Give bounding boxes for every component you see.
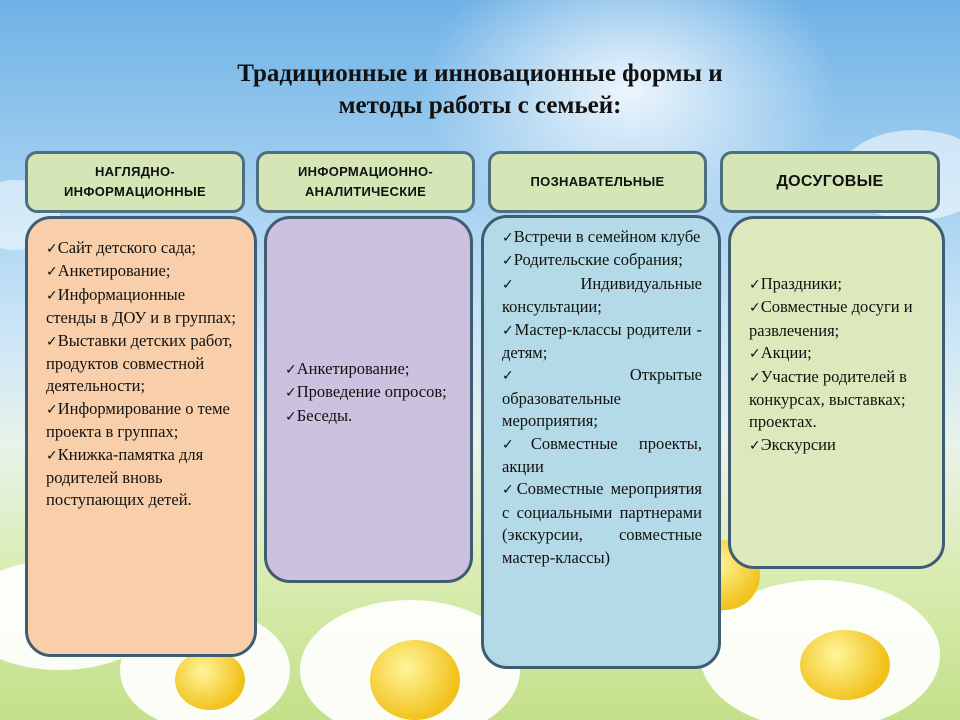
list-item: Проведение опросов;	[285, 381, 458, 404]
header-line: НАГЛЯДНО-	[94, 164, 176, 179]
list-item: Книжка-памятка для родителей вновь посту…	[46, 444, 238, 512]
list-item: Выставки детских работ, продуктов совмес…	[46, 330, 238, 398]
header-cognitive: ПОЗНАВАТЕЛЬНЫЕ	[488, 151, 707, 213]
list-item: Индивидуальные консультации;	[502, 273, 702, 319]
list-item: Совместные досуги и развлечения;	[749, 296, 932, 342]
list-item: Анкетирование;	[46, 260, 238, 283]
flower-core	[370, 640, 460, 720]
list-cognitive: Встречи в семейном клубе Родительские со…	[481, 215, 721, 669]
list-item: Праздники;	[749, 273, 932, 296]
header-line: ИНФОРМАЦИОННЫЕ	[64, 184, 206, 199]
list-informational-analytical: Анкетирование; Проведение опросов; Бесед…	[264, 216, 473, 583]
list-item: Совместные проекты, акции	[502, 433, 702, 479]
flower-core	[175, 650, 245, 710]
list-item: Мастер-классы родители - детям;	[502, 319, 702, 365]
header-line: ДОСУГОВЫЕ	[776, 173, 884, 190]
header-line: АНАЛИТИЧЕСКИЕ	[304, 184, 427, 199]
list-item: Экскурсии	[749, 434, 932, 457]
list-item: Совместные мероприятия с социальными пар…	[502, 478, 702, 569]
title-line-1: Традиционные и инновационные формы и	[237, 60, 723, 87]
page-title: Традиционные и инновационные формы и мет…	[0, 58, 960, 122]
list-item: Анкетирование;	[285, 358, 458, 381]
header-informational-analytical: ИНФОРМАЦИОННО- АНАЛИТИЧЕСКИЕ	[256, 151, 475, 213]
flower-core	[800, 630, 890, 700]
list-item: Информирование о теме проекта в группах;	[46, 398, 238, 444]
list-item: Информационные стенды в ДОУ и в группах;	[46, 284, 238, 330]
header-visual-informational: НАГЛЯДНО- ИНФОРМАЦИОННЫЕ	[25, 151, 245, 213]
header-leisure: ДОСУГОВЫЕ	[720, 151, 940, 213]
list-leisure: Праздники; Совместные досуги и развлечен…	[728, 216, 945, 569]
list-item: Беседы.	[285, 405, 458, 428]
list-item: Открытые образовательные мероприятия;	[502, 364, 702, 432]
list-item: Родительские собрания;	[502, 249, 702, 272]
list-item: Акции;	[749, 342, 932, 365]
list-item: Участие родителей в конкурсах, выставках…	[749, 366, 932, 434]
title-line-2: методы работы с семьей:	[338, 92, 622, 119]
list-visual-informational: Сайт детского сада; Анкетирование; Инфор…	[25, 216, 257, 657]
list-item: Сайт детского сада;	[46, 237, 238, 260]
list-item: Встречи в семейном клубе	[502, 226, 702, 249]
header-line: ПОЗНАВАТЕЛЬНЫЕ	[530, 174, 665, 189]
header-line: ИНФОРМАЦИОННО-	[297, 164, 434, 179]
